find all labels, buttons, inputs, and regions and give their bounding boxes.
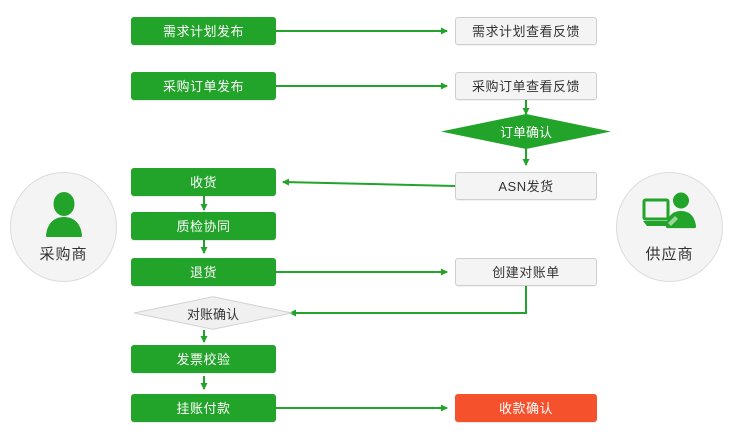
node-quality-collab[interactable]: 质检协同 xyxy=(131,212,276,240)
node-po-feedback[interactable]: 采购订单查看反馈 xyxy=(455,72,597,100)
node-order-confirm[interactable]: 订单确认 xyxy=(441,114,611,149)
node-label: 挂账付款 xyxy=(176,400,231,416)
actor-supplier: 供应商 xyxy=(616,172,723,282)
node-receive-goods[interactable]: 收货 xyxy=(131,168,276,196)
node-payable-payment[interactable]: 挂账付款 xyxy=(131,394,276,422)
actor-buyer-label: 采购商 xyxy=(39,245,88,263)
wire-asn-to-receive xyxy=(282,178,456,187)
node-demand-plan-feedback[interactable]: 需求计划查看反馈 xyxy=(455,17,597,45)
diamond-shape xyxy=(441,114,611,149)
actor-buyer: 采购商 xyxy=(10,172,117,282)
node-label: ASN发货 xyxy=(498,178,554,194)
node-label: 退货 xyxy=(189,264,217,280)
diamond-shape xyxy=(133,296,293,330)
wire-statement-to-confirm xyxy=(289,286,527,317)
node-label: 创建对账单 xyxy=(492,264,560,280)
node-po-publish[interactable]: 采购订单发布 xyxy=(131,72,276,100)
actor-supplier-label: 供应商 xyxy=(645,245,694,263)
node-label: 需求计划查看反馈 xyxy=(471,23,580,39)
node-label: 发票校验 xyxy=(176,351,231,367)
node-label: 质检协同 xyxy=(176,218,231,234)
node-label: 需求计划发布 xyxy=(162,23,244,39)
node-label: 订单确认 xyxy=(499,125,552,140)
node-statement-confirm[interactable]: 对账确认 xyxy=(133,296,293,330)
node-demand-plan-publish[interactable]: 需求计划发布 xyxy=(131,17,276,45)
node-receipt-confirm[interactable]: 收款确认 xyxy=(455,394,597,422)
node-return-goods[interactable]: 退货 xyxy=(131,258,276,286)
node-label: 采购订单发布 xyxy=(162,78,244,94)
node-invoice-check[interactable]: 发票校验 xyxy=(131,345,276,373)
node-label: 采购订单查看反馈 xyxy=(471,78,580,94)
node-label: 收货 xyxy=(189,174,217,190)
person-at-computer-icon xyxy=(642,192,696,228)
node-create-statement[interactable]: 创建对账单 xyxy=(455,258,597,286)
node-label: 收款确认 xyxy=(498,400,553,416)
person-icon xyxy=(45,191,82,237)
node-label: 对账确认 xyxy=(186,306,239,322)
node-asn-shipment[interactable]: ASN发货 xyxy=(455,172,597,200)
